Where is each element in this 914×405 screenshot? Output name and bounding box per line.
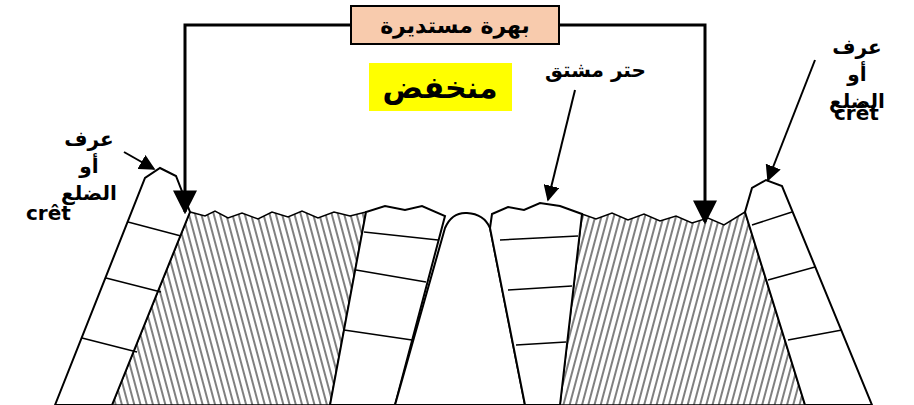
- crest-label: crêt: [26, 200, 71, 227]
- leader-line: [768, 60, 815, 180]
- crest-label: عرف أو الضلع: [52, 126, 126, 207]
- highlight-box: منخفض: [369, 63, 512, 111]
- limestone-bed: [490, 203, 582, 405]
- leader-line: [548, 90, 575, 200]
- bracket-line: [185, 25, 350, 212]
- title-box: بهرة مستديرة: [350, 5, 560, 45]
- leader-line: [124, 152, 154, 169]
- bracket-line: [560, 25, 705, 222]
- bed-joints: [82, 222, 181, 352]
- ridge-label: حتر مشتق: [545, 57, 646, 84]
- crest-label: crêt: [834, 100, 879, 127]
- node-text: بهرة مستديرة: [380, 13, 530, 38]
- bed-joints: [752, 212, 842, 340]
- bed-joints: [500, 236, 578, 345]
- node-text: منخفض: [383, 70, 498, 105]
- limestone-bed: [745, 180, 872, 405]
